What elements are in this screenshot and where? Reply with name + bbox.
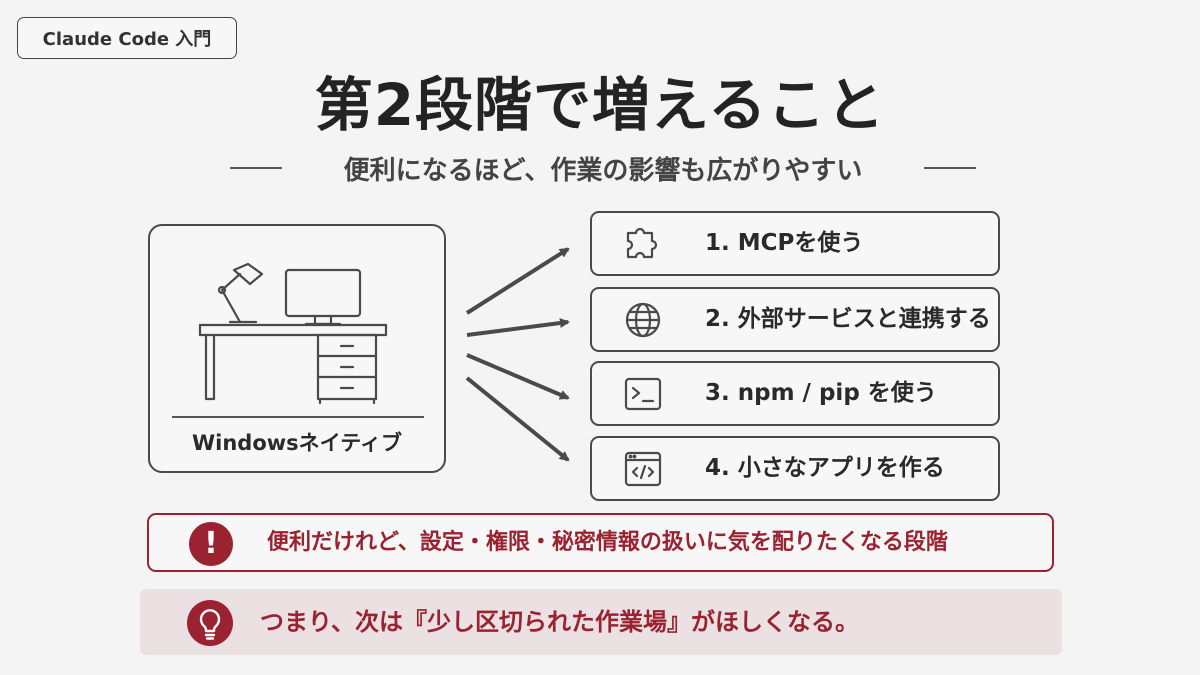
item-label-npm-pip: 3. npm / pip を使う [705,380,937,406]
subtitle-rule-right [923,167,976,169]
exclamation-icon: ! [189,522,233,566]
arrow-3 [466,353,570,400]
item-small-app: 4. 小さなアプリを作る [590,436,1000,501]
item-label-small-app: 4. 小さなアプリを作る [705,455,945,481]
environment-card: Windowsネイティブ [148,224,446,473]
warning-text: 便利だけれど、設定・権限・秘密情報の扱いに気を配りたくなる段階 [267,530,948,555]
arrow-1 [465,247,570,315]
item-external-services: 2. 外部サービスと連携する [590,287,1000,352]
code-window-icon [624,451,662,487]
environment-divider [172,416,424,418]
subtitle-rule-left [230,167,282,169]
item-npm-pip: 3. npm / pip を使う [590,361,1000,426]
branch-arrows [465,247,570,462]
page-subtitle: 便利になるほど、作業の影響も広がりやすい [343,155,863,186]
subtitle-row: 便利になるほど、作業の影響も広がりやすい [230,148,976,188]
item-label-external-services: 2. 外部サービスと連携する [705,306,991,332]
lightbulb-icon [187,600,233,646]
arrow-2 [466,318,570,337]
puzzle-icon [626,227,658,259]
conclusion-callout: つまり、次は『少し区切られた作業場』がほしくなる。 [140,589,1062,655]
item-label-mcp: 1. MCPを使う [705,230,864,256]
item-mcp: 1. MCPを使う [590,211,1000,276]
conclusion-text: つまり、次は『少し区切られた作業場』がほしくなる。 [260,608,860,636]
page-title: 第2段階で増えること [314,71,886,139]
arrow-4 [465,376,570,462]
environment-label: Windowsネイティブ [192,431,402,455]
warning-callout: ! 便利だけれど、設定・権限・秘密情報の扱いに気を配りたくなる段階 [147,513,1054,572]
course-tag: Claude Code 入門 [17,17,237,59]
globe-icon [625,302,661,338]
terminal-icon [624,377,662,411]
desk-computer-icon [198,262,388,405]
